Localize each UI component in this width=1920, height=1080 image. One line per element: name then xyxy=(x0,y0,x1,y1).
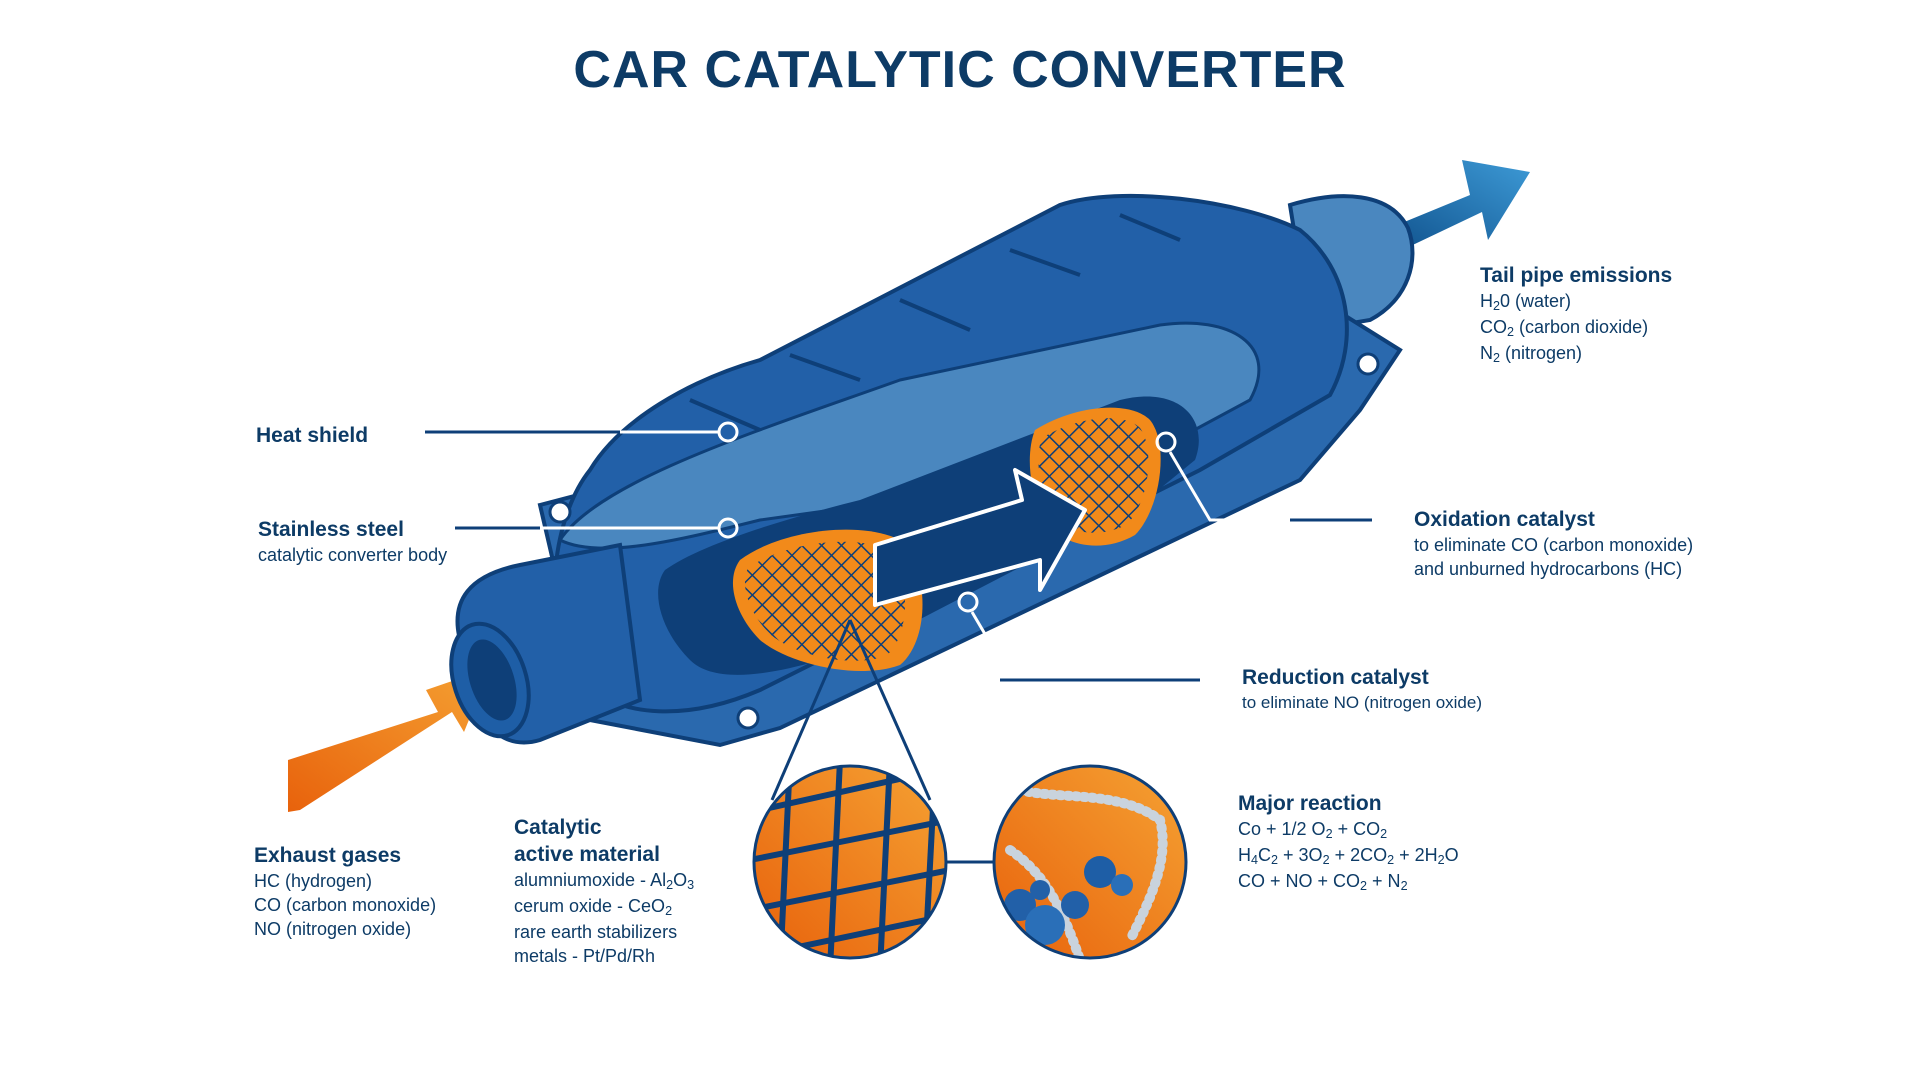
label-heat-shield: Heat shield xyxy=(256,422,368,449)
reaction-2: H4C2 + 3O2 + 2CO2 + 2H2O xyxy=(1238,845,1459,868)
leader-oxidation xyxy=(1155,431,1372,522)
label-stainless-steel: Stainless steel catalytic converter body xyxy=(258,516,447,567)
stainless-steel-line1: catalytic converter body xyxy=(258,545,448,565)
mesh-magnifier xyxy=(752,764,948,960)
stainless-steel-heading: Stainless steel xyxy=(258,518,404,541)
catalytic-metals: metals - Pt/Pd/Rh xyxy=(514,946,656,966)
leader-heat-shield xyxy=(425,421,739,443)
leader-stainless-steel xyxy=(455,517,739,539)
reduction-heading: Reduction catalyst xyxy=(1242,666,1429,689)
label-reduction: Reduction catalyst to eliminate NO (nitr… xyxy=(1242,664,1482,715)
tail-pipe-n2: N2 (nitrogen) xyxy=(1480,343,1583,366)
oxidation-line1: to eliminate CO (carbon monoxide) xyxy=(1414,535,1694,555)
oxidation-heading: Oxidation catalyst xyxy=(1414,508,1595,531)
oxidation-line2: and unburned hydrocarbons (HC) xyxy=(1414,559,1683,579)
catalytic-heading-1: Catalytic xyxy=(514,816,602,839)
reaction-1: Co + 1/2 O2 + CO2 xyxy=(1238,819,1388,842)
catalytic-heading-2: active material xyxy=(514,843,660,866)
heat-shield-heading: Heat shield xyxy=(256,424,369,447)
page-title: CAR CATALYTIC CONVERTER xyxy=(573,41,1347,99)
particle-magnifier xyxy=(992,764,1188,960)
exhaust-line1: HC (hydrogen) xyxy=(254,871,373,891)
catalytic-ceria: cerum oxide - CeO2 xyxy=(514,896,673,919)
magnifier-lines xyxy=(770,619,994,864)
catalytic-stabilizers: rare earth stabilizers xyxy=(514,922,678,942)
converter-body xyxy=(449,193,1415,748)
major-reaction-heading: Major reaction xyxy=(1238,792,1382,815)
tail-pipe-co2: CO2 (carbon dioxide) xyxy=(1480,317,1649,340)
tail-pipe-water: H20 (water) xyxy=(1480,291,1572,314)
exhaust-line3: NO (nitrogen oxide) xyxy=(254,919,412,939)
reduction-line1: to eliminate NO (nitrogen oxide) xyxy=(1242,693,1483,712)
exhaust-heading: Exhaust gases xyxy=(254,844,402,867)
tailpipe-arrow xyxy=(1380,160,1530,252)
label-catalytic-material: Catalytic active material alumniumoxide … xyxy=(514,814,694,968)
label-exhaust: Exhaust gases HC (hydrogen) CO (carbon m… xyxy=(254,842,436,941)
label-major-reaction: Major reaction Co + 1/2 O2 + CO2 H4C2 + … xyxy=(1238,790,1459,895)
reaction-3: CO + NO + CO2 + N2 xyxy=(1238,871,1408,894)
label-oxidation: Oxidation catalyst to eliminate CO (carb… xyxy=(1414,506,1693,581)
tail-pipe-heading: Tail pipe emissions xyxy=(1480,264,1673,287)
label-tail-pipe: Tail pipe emissions H20 (water) CO2 (car… xyxy=(1480,262,1672,367)
leader-reduction xyxy=(957,591,1200,682)
catalytic-alumina: alumniumoxide - Al2O3 xyxy=(514,870,695,893)
exhaust-line2: CO (carbon monoxide) xyxy=(254,895,437,915)
exhaust-arrow xyxy=(288,668,490,812)
